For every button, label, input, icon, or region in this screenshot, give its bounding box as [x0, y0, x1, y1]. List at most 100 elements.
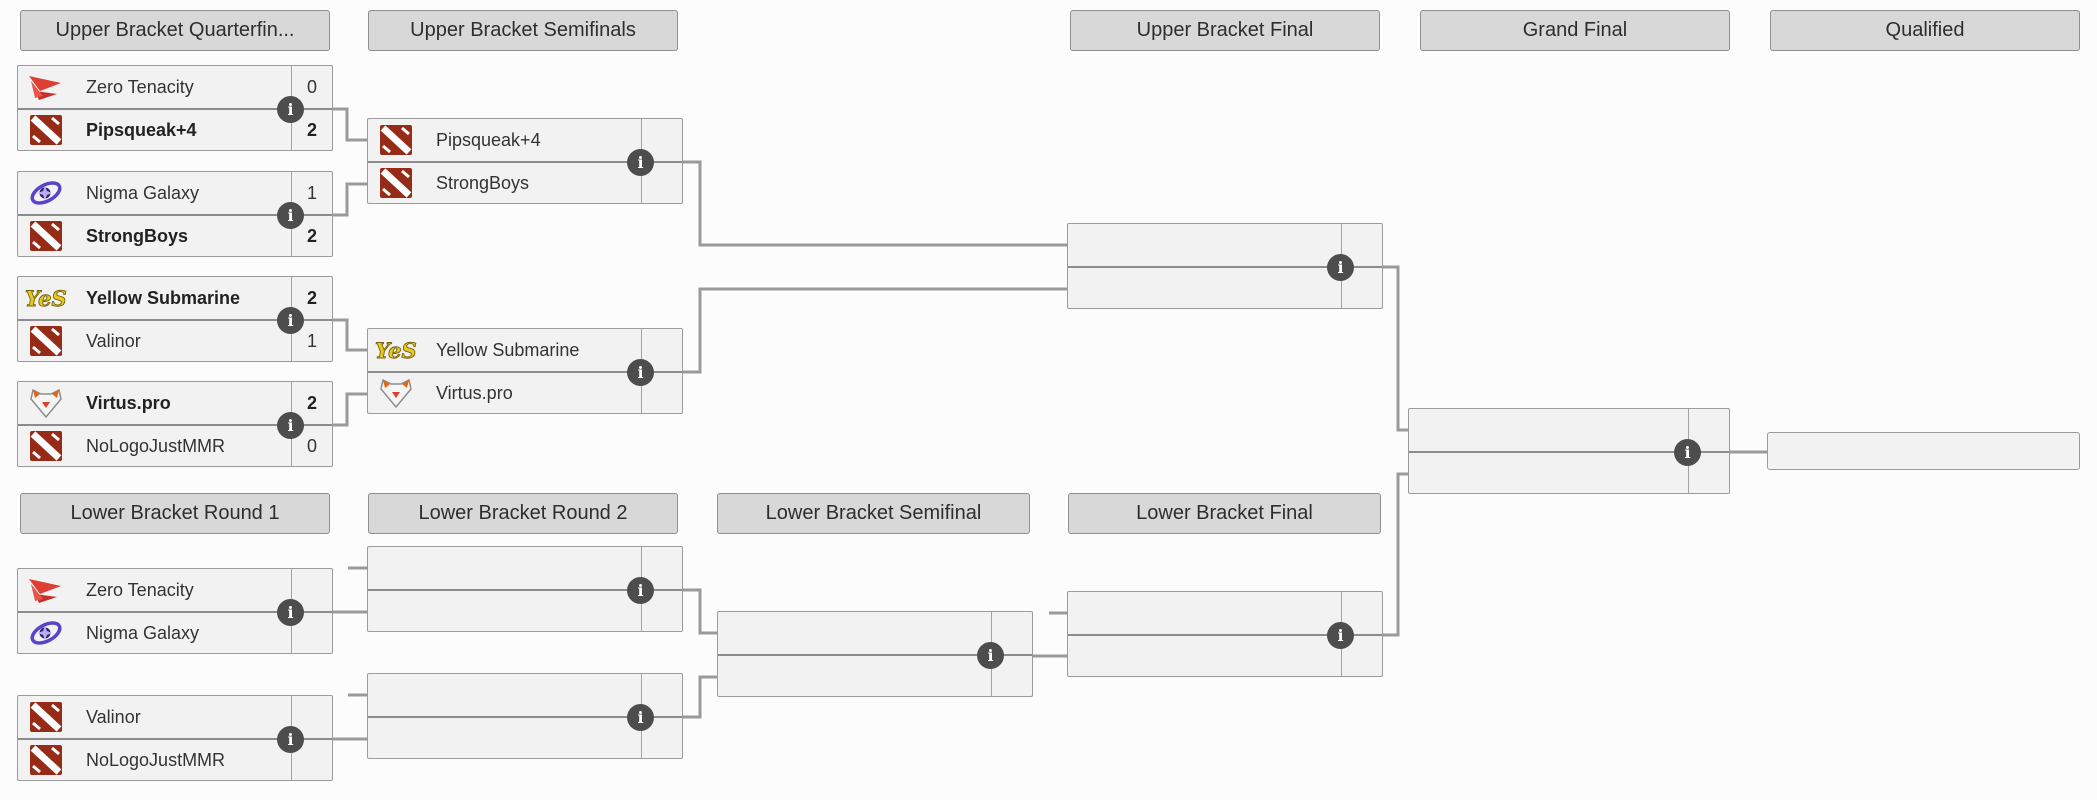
match-ub-sf-2: YeS Yellow Submarine Virtus.pro i — [367, 328, 683, 414]
info-circle-icon[interactable]: i — [627, 577, 654, 604]
team-name[interactable]: Valinor — [86, 330, 141, 351]
team-row[interactable]: Zero Tenacity 0 — [18, 66, 332, 108]
info-circle-icon[interactable]: i — [627, 149, 654, 176]
team-row[interactable]: NoLogoJustMMR 0 — [18, 424, 332, 466]
team-row[interactable]: StrongBoys 2 — [18, 214, 332, 256]
team-row[interactable]: Valinor — [18, 696, 332, 738]
team-name[interactable]: Yellow Submarine — [436, 339, 580, 360]
team-score — [991, 656, 1032, 696]
team-row[interactable]: YeS Yellow Submarine — [368, 329, 682, 371]
team-row[interactable]: NoLogoJustMMR — [18, 738, 332, 780]
team-score: 0 — [291, 66, 332, 108]
team-score — [641, 163, 682, 203]
info-circle-icon[interactable]: i — [277, 96, 304, 123]
svg-text:YeS: YeS — [375, 338, 417, 363]
team-score — [641, 591, 682, 631]
team-row[interactable]: Valinor 1 — [18, 319, 332, 361]
info-circle-icon[interactable]: i — [277, 202, 304, 229]
team-name[interactable]: NoLogoJustMMR — [86, 435, 226, 456]
team-name[interactable]: NoLogoJustMMR — [86, 749, 226, 770]
team-name[interactable]: Valinor — [86, 706, 141, 727]
dota2-logo — [24, 115, 68, 145]
nigma-galaxy-logo — [24, 177, 68, 209]
team-row — [1409, 451, 1729, 493]
team-score — [641, 718, 682, 758]
info-circle-icon[interactable]: i — [627, 359, 654, 386]
team-score — [1341, 268, 1382, 308]
team-row — [718, 612, 1032, 654]
team-score — [641, 329, 682, 371]
match-lb-r2-2: i — [367, 673, 683, 759]
team-score — [1341, 592, 1382, 634]
header-ub-final: Upper Bracket Final — [1070, 10, 1380, 51]
team-row[interactable]: Pipsqueak+4 2 — [18, 108, 332, 150]
team-row[interactable]: Zero Tenacity — [18, 569, 332, 611]
match-ub-qf-2: Nigma Galaxy 1 StrongBoys 2 i — [17, 171, 333, 257]
team-row[interactable]: Nigma Galaxy 1 — [18, 172, 332, 214]
team-row — [1068, 266, 1382, 308]
info-circle-icon[interactable]: i — [277, 599, 304, 626]
team-row — [1068, 592, 1382, 634]
info-circle-icon[interactable]: i — [1674, 439, 1701, 466]
team-row[interactable]: StrongBoys — [368, 161, 682, 203]
team-name[interactable]: Pipsqueak+4 — [436, 129, 541, 150]
team-row — [1409, 409, 1729, 451]
header-lb-semifinal: Lower Bracket Semifinal — [717, 493, 1030, 534]
header-lb-final: Lower Bracket Final — [1068, 493, 1381, 534]
yellow-submarine-logo: YeS — [24, 282, 68, 314]
info-circle-icon[interactable]: i — [627, 704, 654, 731]
virtuspro-logo — [24, 387, 68, 419]
dota2-logo — [24, 745, 68, 775]
team-row[interactable]: Pipsqueak+4 — [368, 119, 682, 161]
info-circle-icon[interactable]: i — [277, 412, 304, 439]
info-circle-icon[interactable]: i — [277, 307, 304, 334]
team-row[interactable]: Virtus.pro 2 — [18, 382, 332, 424]
team-score — [1688, 453, 1729, 493]
info-circle-icon[interactable]: i — [1327, 622, 1354, 649]
virtuspro-logo — [374, 377, 418, 409]
team-row[interactable]: YeS Yellow Submarine 2 — [18, 277, 332, 319]
header-grand-final: Grand Final — [1420, 10, 1730, 51]
team-score: 2 — [291, 277, 332, 319]
team-score — [1688, 409, 1729, 451]
team-row — [368, 547, 682, 589]
team-score: 1 — [291, 172, 332, 214]
match-ub-sf-1: Pipsqueak+4 StrongBoys i — [367, 118, 683, 204]
team-score: 2 — [291, 216, 332, 256]
header-lb-round2: Lower Bracket Round 2 — [368, 493, 678, 534]
team-name[interactable]: Virtus.pro — [86, 392, 171, 413]
team-score — [291, 740, 332, 780]
team-row — [718, 654, 1032, 696]
team-name[interactable]: Virtus.pro — [436, 382, 513, 403]
team-name[interactable]: Nigma Galaxy — [86, 182, 200, 203]
team-score — [291, 696, 332, 738]
team-name[interactable]: Nigma Galaxy — [86, 622, 200, 643]
dota2-logo — [374, 168, 418, 198]
info-circle-icon[interactable]: i — [977, 642, 1004, 669]
qualified-slot — [1767, 432, 2080, 470]
team-row[interactable]: Nigma Galaxy — [18, 611, 332, 653]
header-ub-quarterfinals: Upper Bracket Quarterfin... — [20, 10, 330, 51]
team-name[interactable]: Zero Tenacity — [86, 579, 194, 600]
team-score — [641, 119, 682, 161]
info-circle-icon[interactable]: i — [1327, 254, 1354, 281]
team-name[interactable]: StrongBoys — [436, 172, 530, 193]
team-name[interactable]: Zero Tenacity — [86, 76, 194, 97]
team-row[interactable]: Virtus.pro — [368, 371, 682, 413]
team-row — [1068, 224, 1382, 266]
team-score — [291, 569, 332, 611]
team-name[interactable]: StrongBoys — [86, 225, 189, 246]
team-score: 1 — [291, 321, 332, 361]
team-row — [1068, 634, 1382, 676]
team-row — [368, 674, 682, 716]
svg-text:YeS: YeS — [25, 286, 67, 311]
match-ub-qf-3: YeS Yellow Submarine 2 Valinor 1 i — [17, 276, 333, 362]
dota2-logo — [374, 125, 418, 155]
info-circle-icon[interactable]: i — [277, 726, 304, 753]
team-name[interactable]: Pipsqueak+4 — [86, 119, 197, 140]
match-ub-qf-4: Virtus.pro 2 NoLogoJustMMR 0 i — [17, 381, 333, 467]
match-lb-r1-1: Zero Tenacity Nigma Galaxy i — [17, 568, 333, 654]
team-name[interactable]: Yellow Submarine — [86, 287, 241, 308]
